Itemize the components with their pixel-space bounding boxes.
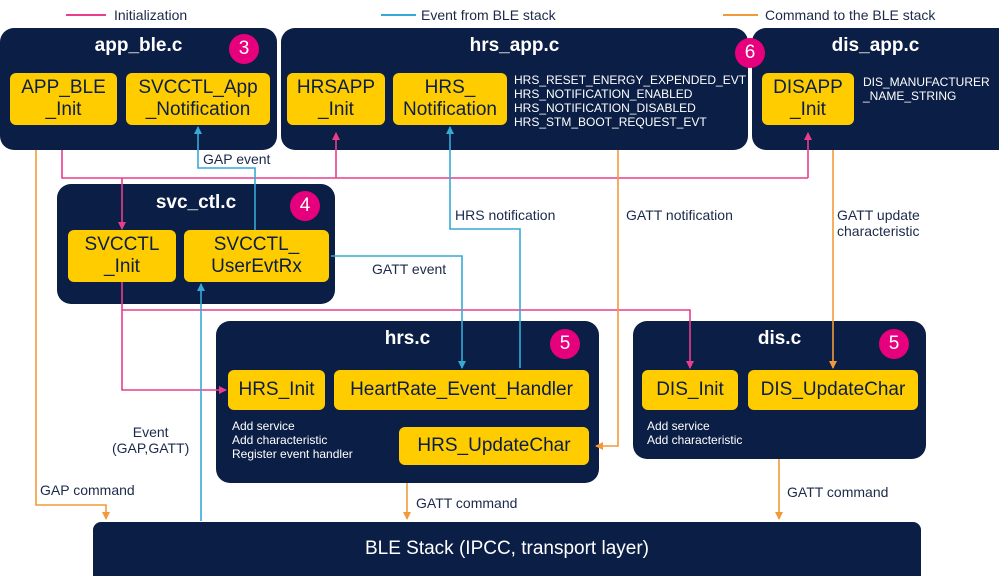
disapp-init-box: DISAPP _Init — [762, 73, 854, 125]
event-gap-gatt-label: Event (GAP,GATT) — [112, 424, 190, 456]
gatt-event-label: GATT event — [372, 261, 447, 277]
dis-notes: Add service Add characteristic — [647, 419, 743, 447]
dis-badge: 5 — [879, 329, 909, 359]
init-flow-line — [61, 150, 808, 179]
svcctl-to-hrs-init-line — [121, 282, 227, 394]
gap-event-label: GAP event — [203, 151, 271, 167]
gap-command-line — [35, 150, 110, 520]
dis-panel: dis.c 5 DIS_Init DIS_UpdateChar Add serv… — [633, 321, 926, 459]
svcctl-app-notification-box: SVCCTL_App _Notification — [126, 73, 270, 125]
dis-gatt-command-label: GATT command — [787, 484, 889, 500]
dis-app-title: dis_app.c — [831, 35, 920, 56]
hrs-notification-line — [446, 126, 521, 368]
svc-ctl-badge: 4 — [290, 191, 320, 221]
gap-command-label: GAP command — [40, 482, 135, 498]
hrs-app-title: hrs_app.c — [469, 35, 560, 56]
hrs-app-panel: hrs_app.c HRSAPP _Init HRS_ Notification… — [281, 28, 748, 150]
hrs-panel: hrs.c 5 HRS_Init HeartRate_Event_Handler… — [216, 321, 599, 483]
legend-init-label: Initialization — [114, 7, 188, 23]
dis-app-param: DIS_MANUFACTURER _NAME_STRING — [863, 75, 990, 103]
hrs-title: hrs.c — [384, 328, 431, 349]
gatt-update-label: GATT update characteristic — [837, 207, 920, 239]
legend-command-label: Command to the BLE stack — [765, 7, 936, 23]
gap-event-line — [194, 126, 256, 230]
gatt-notification-label: GATT notification — [626, 207, 733, 223]
app-ble-badge: 3 — [229, 34, 259, 64]
hrs-badge: 5 — [550, 329, 580, 359]
app-ble-init-box: APP_BLE _Init — [10, 73, 117, 125]
app-ble-panel: app_ble.c 3 APP_BLE _Init SVCCTL_App _No… — [0, 28, 277, 150]
hrs-gatt-command-label: GATT command — [416, 495, 518, 511]
svc-ctl-title: svc_ctl.c — [155, 192, 237, 213]
gatt-notification-line — [595, 150, 619, 450]
hrsapp-init-box: HRSAPP _Init — [287, 73, 385, 125]
dis-title: dis.c — [757, 328, 802, 349]
dis-updatechar-box: DIS_UpdateChar — [748, 370, 918, 410]
hrs-notification-label: HRS notification — [455, 207, 556, 223]
legend-event-label: Event from BLE stack — [421, 7, 556, 23]
hrs-notification-box: HRS_ Notification — [393, 73, 507, 125]
svcctl-to-dis-init-line — [122, 309, 694, 369]
heartrate-event-handler-box: HeartRate_Event_Handler — [334, 370, 589, 410]
ble-stack-bar: BLE Stack (IPCC, transport layer) — [93, 522, 921, 576]
dis-app-panel: dis_app.c DISAPP _Init DIS_MANUFACTURER … — [752, 28, 999, 150]
svcctl-userevtrx-box: SVCCTL_ UserEvtRx — [184, 230, 329, 282]
dis-app-badge: 6 — [735, 38, 765, 68]
svc-ctl-panel: svc_ctl.c 4 SVCCTL _Init SVCCTL_ UserEvt… — [57, 184, 335, 304]
hrs-updatechar-box: HRS_UpdateChar — [399, 427, 589, 465]
gatt-event-line — [331, 255, 466, 369]
hrs-app-event-list: HRS_RESET_ENERGY_EXPENDED_EVT HRS_NOTIFI… — [514, 73, 747, 129]
hrs-init-box: HRS_Init — [228, 370, 325, 410]
hrs-notes: Add service Add characteristic Register … — [232, 419, 353, 461]
app-ble-title: app_ble.c — [94, 35, 183, 56]
svcctl-init-box: SVCCTL _Init — [68, 230, 176, 282]
dis-init-box: DIS_Init — [642, 370, 738, 410]
